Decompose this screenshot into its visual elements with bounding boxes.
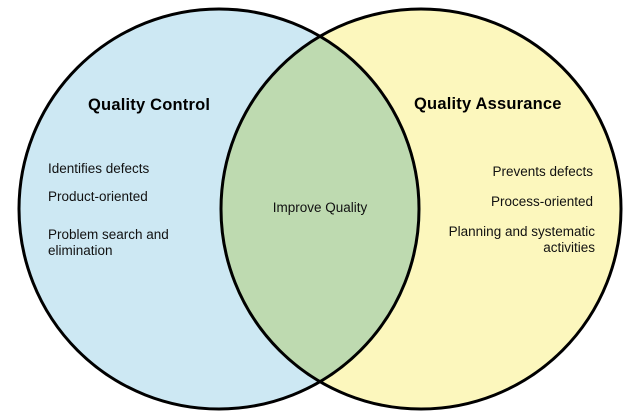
right-circle-title: Quality Assurance: [414, 95, 562, 113]
left-item-problem-search: Problem search and elimination: [48, 227, 169, 259]
overlap-label: Improve Quality: [272, 200, 368, 215]
left-circle-outline: [17, 7, 421, 411]
left-item-identifies-defects: Identifies defects: [48, 161, 150, 176]
right-circle-outline: [219, 7, 623, 411]
right-item-process-oriented: Process-oriented: [490, 194, 593, 209]
left-item-product-oriented: Product-oriented: [48, 189, 148, 204]
overlap-region-fill: [219, 36, 421, 383]
right-item-prevents-defects: Prevents defects: [492, 164, 593, 179]
right-item-planning-systematic: Planning and systematic activities: [448, 224, 595, 256]
left-circle-title: Quality Control: [88, 96, 211, 114]
